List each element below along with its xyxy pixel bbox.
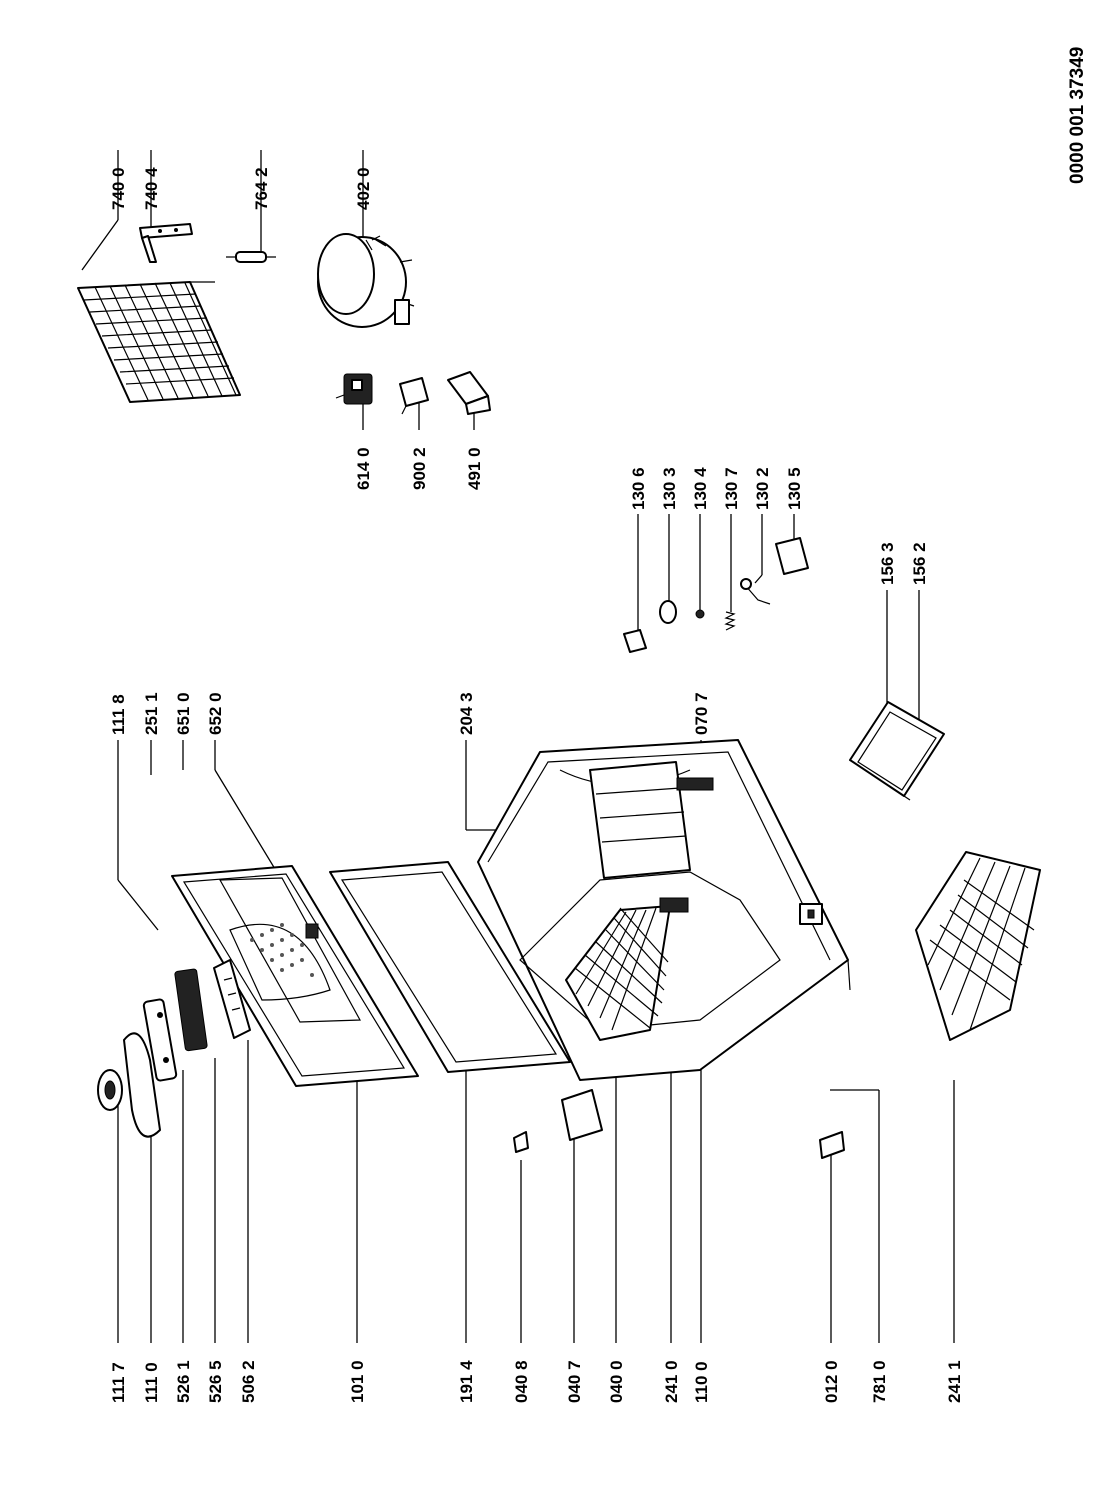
callout-label: 241 0 bbox=[662, 1360, 681, 1403]
callout-label: 526 1 bbox=[174, 1360, 193, 1403]
callout-label: 241 1 bbox=[945, 1360, 964, 1403]
callout-label: 614 0 bbox=[354, 447, 373, 490]
inner-basket bbox=[565, 897, 689, 1041]
thermostat-spring bbox=[724, 611, 736, 631]
leader-lines bbox=[81, 150, 955, 1343]
callout-label: 130 4 bbox=[691, 467, 710, 510]
thermostat-knob bbox=[623, 629, 647, 653]
evaporator-shelf bbox=[589, 761, 691, 879]
lid-gasket bbox=[329, 861, 571, 1073]
callout-label: 111 8 bbox=[109, 694, 128, 735]
thermostat-sensor bbox=[740, 578, 771, 605]
lid-handle bbox=[97, 1069, 123, 1111]
callout-label: 506 2 bbox=[239, 1360, 258, 1403]
thermostat-housing bbox=[775, 537, 809, 575]
drain-plug bbox=[799, 903, 823, 925]
callout-label: 652 0 bbox=[206, 692, 225, 735]
storage-tray bbox=[849, 701, 945, 801]
callout-label: 526 5 bbox=[206, 1360, 225, 1403]
control-panel bbox=[142, 998, 178, 1082]
filter-dryer bbox=[226, 251, 276, 263]
hinge-large bbox=[561, 1089, 603, 1141]
callout-label: 491 0 bbox=[465, 447, 484, 490]
thermostat-cap bbox=[659, 600, 677, 624]
condenser-coil bbox=[77, 281, 241, 403]
handle-cover bbox=[123, 1032, 161, 1138]
callout-label: 110 0 bbox=[692, 1361, 711, 1403]
callout-label: 101 0 bbox=[348, 1360, 367, 1403]
lamp-holder bbox=[174, 968, 208, 1052]
callout-label: 191 4 bbox=[457, 1360, 476, 1403]
callout-label: 900 2 bbox=[410, 447, 429, 490]
callout-label: 040 0 bbox=[607, 1360, 626, 1403]
callout-label: 156 3 bbox=[878, 542, 897, 585]
callout-label: 040 7 bbox=[565, 1360, 584, 1403]
callout-label: 130 2 bbox=[753, 467, 772, 510]
foot-bracket bbox=[819, 1131, 845, 1159]
callout-label: 111 7 bbox=[109, 1362, 128, 1403]
light-switch bbox=[213, 959, 251, 1039]
document-number: 0000 001 37349 bbox=[1067, 47, 1088, 184]
thermostat-dot bbox=[695, 609, 705, 619]
callout-labels-left: 111 7 111 0 526 1 526 5 506 2 101 0 191 … bbox=[109, 1360, 964, 1403]
callout-label: 156 2 bbox=[910, 542, 929, 585]
wire-basket bbox=[915, 851, 1041, 1041]
callout-labels-upper: 111 8 251 1 651 0 652 0 204 3 070 7 130 … bbox=[109, 167, 929, 735]
callout-label: 130 3 bbox=[660, 467, 679, 510]
callout-label: 040 8 bbox=[512, 1360, 531, 1403]
callout-label: 130 5 bbox=[785, 467, 804, 510]
hinge-small bbox=[513, 1131, 529, 1153]
relay-cover bbox=[447, 371, 491, 415]
condenser-bracket bbox=[139, 223, 193, 263]
callout-label: 012 0 bbox=[822, 1360, 841, 1403]
callout-label: 130 7 bbox=[722, 467, 741, 510]
freezer-lid bbox=[171, 865, 419, 1087]
vent-grille bbox=[676, 777, 714, 791]
compressor bbox=[317, 233, 415, 328]
callout-label: 781 0 bbox=[870, 1360, 889, 1403]
callout-label: 204 3 bbox=[457, 692, 476, 735]
callout-label: 251 1 bbox=[142, 692, 161, 735]
callout-label: 111 0 bbox=[142, 1362, 161, 1403]
callout-label: 070 7 bbox=[692, 692, 711, 735]
callout-label: 130 6 bbox=[629, 467, 648, 510]
starter-relay bbox=[335, 373, 373, 405]
thermal-protector bbox=[399, 377, 429, 415]
callout-label: 651 0 bbox=[174, 692, 193, 735]
